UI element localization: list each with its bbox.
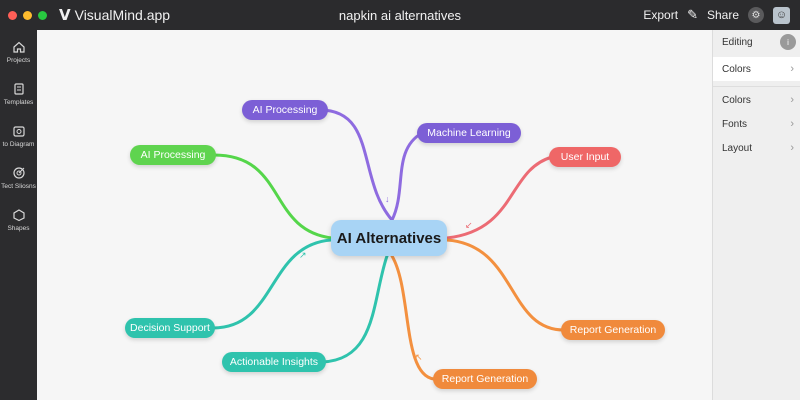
node-ai-processing-top[interactable]: AI Processing [242, 100, 328, 120]
export-button[interactable]: Export [643, 8, 679, 22]
node-decision-support[interactable]: Decision Support [125, 318, 215, 338]
left-toolbar: Projects Templates to Diagram Tect Slios… [0, 30, 37, 400]
sidebar-item-text-slides[interactable]: Tect Sliosns [0, 166, 37, 190]
sidebar-item-label: Templates [3, 99, 34, 106]
panel-editing-header: Editing i [713, 30, 800, 54]
arrow-mark-icon: ↙ [465, 220, 473, 230]
link-user-input [445, 155, 554, 240]
arrow-mark-icon: ↗ [299, 250, 307, 260]
panel-item-label: Fonts [722, 118, 748, 130]
node-report-generation-bottom[interactable]: Report Generation [433, 369, 537, 389]
sidebar-item-label: to Diagram [2, 141, 35, 148]
sidebar-item-label: Shapes [7, 225, 30, 232]
title-bar: V VisualMind.app napkin ai alternatives … [0, 0, 800, 30]
avatar[interactable]: ☺ [773, 6, 790, 24]
templates-icon [13, 83, 24, 95]
panel-item-colors[interactable]: Colors › [713, 88, 800, 112]
chevron-right-icon: › [790, 94, 794, 106]
share-button[interactable]: Share [706, 8, 739, 22]
panel-item-colors-selected[interactable]: Colors › [713, 57, 800, 81]
sidebar-item-label: Tect Sliosns [1, 183, 36, 190]
chevron-right-icon: › [790, 118, 794, 130]
node-ai-alternatives-center[interactable]: AI Alternatives [331, 220, 447, 256]
sidebar-item-shapes[interactable]: Shapes [0, 208, 37, 232]
sidebar-item-projects[interactable]: Projects [0, 40, 37, 64]
sidebar-item-templates[interactable]: Templates [0, 82, 37, 106]
link-machine-learning [390, 131, 424, 222]
visualmind-logo-icon: V [59, 6, 71, 24]
arrow-mark-icon: ↓ [385, 194, 390, 204]
sidebar-item-to-diagram[interactable]: to Diagram [0, 124, 37, 148]
link-report-generation-bottom [390, 254, 436, 381]
panel-item-layout[interactable]: Layout › [713, 136, 800, 160]
window-controls [8, 10, 47, 20]
shapes-icon [12, 209, 25, 222]
target-icon [12, 167, 25, 179]
chevron-right-icon: › [790, 142, 794, 154]
arrow-mark-icon: ↖ [415, 352, 423, 362]
chevron-right-icon: › [790, 63, 794, 75]
pen-icon[interactable]: ✎ [687, 7, 698, 22]
link-report-generation-right [445, 238, 566, 332]
node-machine-learning[interactable]: Machine Learning [417, 123, 521, 143]
app-name: VisualMind.app [74, 7, 171, 23]
link-actionable-insights [320, 254, 389, 364]
mindmap-links: ↓ ↙ ↗ ↖ [211, 108, 566, 381]
node-ai-processing-left[interactable]: AI Processing [130, 145, 216, 165]
node-user-input[interactable]: User Input [549, 147, 621, 167]
settings-icon[interactable]: ⚙ [748, 7, 764, 23]
info-icon[interactable]: i [780, 34, 796, 50]
panel-item-label: Colors [722, 94, 751, 106]
close-window-button[interactable] [8, 10, 17, 20]
panel-item-label: Layout [722, 142, 753, 154]
properties-panel: Editing i Colors › Colors › Fonts › Layo… [712, 30, 800, 400]
link-ai-processing-left [212, 153, 334, 240]
panel-item-label: Colors [722, 63, 751, 75]
mindmap-canvas[interactable]: ↓ ↙ ↗ ↖ AI Processing Machine Learning A… [37, 30, 712, 400]
panel-editing-label: Editing [722, 36, 753, 48]
panel-item-fonts[interactable]: Fonts › [713, 112, 800, 136]
node-actionable-insights[interactable]: Actionable Insights [222, 352, 326, 372]
link-decision-support [211, 238, 333, 330]
sidebar-item-label: Projects [6, 57, 31, 64]
panel-divider [713, 86, 800, 87]
link-ai-processing-top [318, 108, 394, 222]
zoom-window-button[interactable] [38, 10, 47, 20]
home-icon [12, 41, 25, 53]
node-report-generation-right[interactable]: Report Generation [561, 320, 665, 340]
camera-icon [12, 126, 25, 137]
minimize-window-button[interactable] [23, 10, 32, 20]
